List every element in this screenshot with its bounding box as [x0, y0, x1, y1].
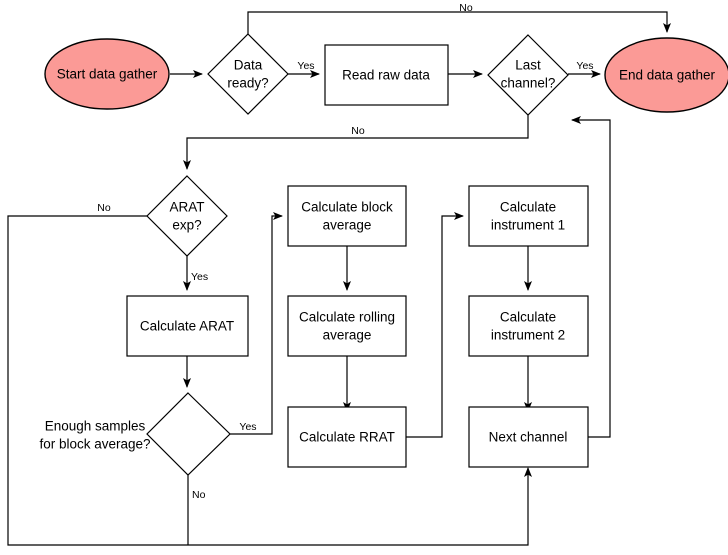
terminator-shape-end — [604, 37, 728, 113]
node-last-channel[interactable]: Last channel? — [487, 34, 569, 116]
node-label-instrument-1-line2: instrument 1 — [491, 218, 565, 233]
node-label-enough-samples-line2: for block average? — [39, 437, 150, 452]
decision-shape-enough-samples — [146, 392, 231, 476]
node-label-arat-exp-line1: ARAT — [169, 200, 204, 215]
process-shape-calculate-rolling-average — [287, 295, 407, 357]
node-label-next-channel: Next channel — [489, 430, 568, 445]
node-label-instrument-1-line1: Calculate — [500, 200, 556, 215]
node-calculate-arat[interactable]: Calculate ARAT — [126, 295, 249, 357]
node-label-data-ready-line2: ready? — [227, 76, 268, 91]
decision-shape-arat-exp — [146, 175, 228, 257]
node-calculate-rrat[interactable]: Calculate RRAT — [287, 406, 407, 468]
node-next-channel[interactable]: Next channel — [468, 406, 589, 468]
edge-next-channel-to-last-channel — [571, 116, 611, 438]
node-label-last-channel-line2: channel? — [501, 76, 556, 91]
node-label-last-channel-line1: Last — [515, 58, 541, 73]
node-label-rolling-average-line1: Calculate rolling — [299, 310, 395, 325]
node-label-calculate-arat: Calculate ARAT — [140, 319, 234, 334]
edge-data-ready-no-to-end — [247, 11, 671, 34]
decision-shape-data-ready — [207, 33, 289, 115]
process-shape-calculate-instrument-1 — [468, 185, 589, 247]
edge-label-arat-no: No — [97, 202, 111, 214]
edge-label-arat-yes: Yes — [191, 271, 208, 283]
edge-last-channel-no-to-arat — [183, 115, 529, 170]
node-label-data-ready-line1: Data — [234, 58, 263, 73]
process-shape-next-channel — [468, 406, 589, 468]
node-label-end: End data gather — [619, 68, 716, 83]
node-arat-exp[interactable]: ARAT exp? — [146, 175, 228, 257]
edge-label-enough-yes: Yes — [239, 421, 256, 433]
node-calculate-instrument-1[interactable]: Calculate instrument 1 — [468, 185, 589, 247]
node-calculate-block-average[interactable]: Calculate block average — [287, 185, 407, 247]
edge-arat-no-loop — [7, 215, 532, 546]
edge-rrat-to-instrument-1 — [406, 212, 464, 438]
node-start-data-gather[interactable]: Start data gather — [44, 38, 170, 110]
node-enough-samples[interactable]: Enough samples for block average? — [39, 392, 231, 476]
node-calculate-rolling-average[interactable]: Calculate rolling average — [287, 295, 407, 357]
node-data-ready[interactable]: Data ready? — [207, 33, 289, 115]
edge-label-last-channel-yes: Yes — [576, 60, 593, 72]
node-label-block-average-line1: Calculate block — [301, 200, 393, 215]
terminator-shape-start — [44, 38, 170, 110]
edge-label-data-ready-yes: Yes — [297, 60, 314, 72]
edge-label-data-ready-no: No — [459, 2, 473, 14]
node-read-raw-data[interactable]: Read raw data — [324, 44, 449, 106]
process-shape-calculate-arat — [126, 295, 249, 357]
process-shape-calculate-block-average — [287, 185, 407, 247]
process-shape-read-raw-data — [324, 44, 449, 106]
decision-shape-last-channel — [487, 34, 569, 116]
node-label-start: Start data gather — [57, 67, 158, 82]
edge-label-last-channel-no: No — [351, 125, 365, 137]
node-label-instrument-2-line1: Calculate — [500, 310, 556, 325]
node-label-rolling-average-line2: average — [323, 328, 372, 343]
edge-enough-yes-to-block-average — [230, 212, 283, 435]
node-label-read-raw-data: Read raw data — [342, 68, 430, 83]
node-label-arat-exp-line2: exp? — [172, 218, 201, 233]
node-label-block-average-line2: average — [323, 218, 372, 233]
node-label-enough-samples-line1: Enough samples — [45, 419, 146, 434]
node-calculate-instrument-2[interactable]: Calculate instrument 2 — [468, 295, 589, 357]
node-end-data-gather[interactable]: End data gather — [604, 37, 728, 113]
process-shape-calculate-rrat — [287, 406, 407, 468]
node-label-instrument-2-line2: instrument 2 — [491, 328, 565, 343]
edge-label-enough-no: No — [192, 489, 206, 501]
node-label-calculate-rrat: Calculate RRAT — [299, 430, 395, 445]
process-shape-calculate-instrument-2 — [468, 295, 589, 357]
